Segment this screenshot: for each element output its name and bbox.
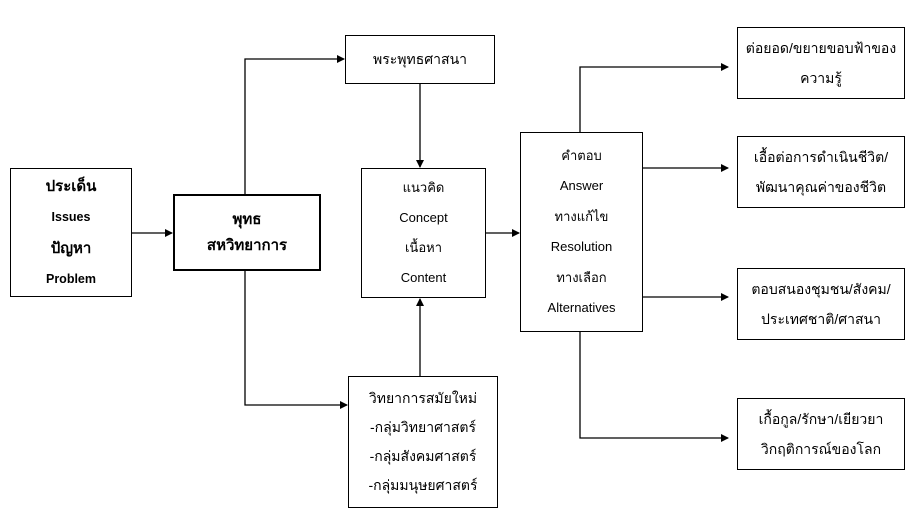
answer-line-1: คำตอบ — [561, 147, 602, 163]
issues-box: ประเด็น Issues ปัญหา Problem — [10, 168, 132, 297]
outcome-4-line-2: วิกฤติการณ์ของโลก — [760, 441, 882, 457]
modern-line-2: -กลุ่มวิทยาศาสตร์ — [369, 419, 476, 435]
outcome-1-line-2: ความรู้ — [800, 70, 842, 86]
answer-line-2: Answer — [559, 178, 604, 193]
outcome-1-line-1: ต่อยอด/ขยายขอบฟ้าของ — [745, 40, 897, 56]
concept-line-4: Content — [400, 270, 447, 285]
modern-line-1: วิทยาการสมัยใหม่ — [368, 390, 478, 406]
buddhist-interdisciplinary-box: พุทธ สหวิทยาการ — [173, 194, 321, 271]
answer-line-6: Alternatives — [547, 300, 616, 315]
outcome-box-1: ต่อยอด/ขยายขอบฟ้าของ ความรู้ — [737, 27, 905, 99]
answer-line-3: ทางแก้ไข — [554, 208, 609, 224]
outcome-box-4: เกื้อกูล/รักษา/เยียวยา วิกฤติการณ์ของโลก — [737, 398, 905, 470]
outcome-2-line-1: เอื้อต่อการดำเนินชีวิต/ — [753, 149, 889, 165]
outcome-4-line-1: เกื้อกูล/รักษา/เยียวยา — [758, 411, 884, 427]
outcome-box-2: เอื้อต่อการดำเนินชีวิต/ พัฒนาคุณค่าของชี… — [737, 136, 905, 208]
answer-line-5: ทางเลือก — [556, 269, 607, 285]
outcome-2-line-2: พัฒนาคุณค่าของชีวิต — [755, 179, 887, 195]
arrow-buddhist-to-modern — [244, 271, 348, 409]
modern-line-3: -กลุ่มสังคมศาสตร์ — [369, 448, 477, 464]
outcome-3-line-2: ประเทศชาติ/ศาสนา — [761, 311, 881, 327]
outcome-3-line-1: ตอบสนองชุมชน/สังคม/ — [751, 281, 891, 297]
arrow-buddhist-to-buddhism — [244, 55, 345, 194]
buddhism-label: พระพุทธศาสนา — [373, 50, 467, 67]
modern-line-4: -กลุ่มมนุษยศาสตร์ — [368, 477, 478, 493]
issues-line-3: ปัญหา — [50, 239, 92, 257]
modern-sciences-box: วิทยาการสมัยใหม่ -กลุ่มวิทยาศาสตร์ -กลุ่… — [348, 376, 498, 508]
arrow-answer-to-outcome-1 — [579, 63, 729, 132]
answer-box: คำตอบ Answer ทางแก้ไข Resolution ทางเลือ… — [520, 132, 643, 332]
buddhist-line-1: พุทธ — [232, 210, 262, 228]
issues-line-1: ประเด็น — [45, 177, 97, 195]
arrow-answer-to-outcome-4 — [579, 332, 729, 442]
answer-line-4: Resolution — [550, 239, 613, 254]
outcome-box-3: ตอบสนองชุมชน/สังคม/ ประเทศชาติ/ศาสนา — [737, 268, 905, 340]
buddhism-box: พระพุทธศาสนา — [345, 35, 495, 84]
issues-line-2: Issues — [51, 209, 91, 224]
concept-line-1: แนวคิด — [402, 180, 445, 195]
concept-box: แนวคิด Concept เนื้อหา Content — [361, 168, 486, 298]
concept-line-3: เนื้อหา — [404, 240, 442, 255]
buddhist-line-2: สหวิทยาการ — [206, 236, 288, 254]
issues-line-4: Problem — [45, 271, 96, 286]
concept-line-2: Concept — [399, 210, 448, 225]
